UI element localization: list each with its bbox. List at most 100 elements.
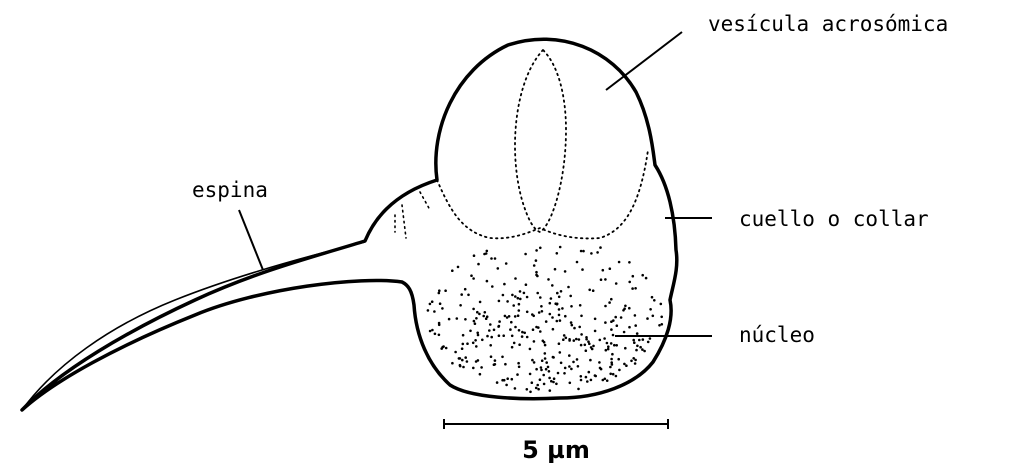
stipple-dot — [484, 311, 487, 314]
stipple-dot — [475, 345, 478, 348]
stipple-dot — [588, 289, 591, 292]
stipple-dot — [573, 339, 576, 342]
stipple-dot — [639, 346, 642, 349]
stipple-dot — [494, 359, 497, 362]
stipple-dot — [544, 357, 547, 360]
stipple-dot — [609, 373, 612, 376]
stipple-dot — [600, 278, 603, 281]
stipple-dot — [568, 354, 571, 357]
stipple-dot — [535, 274, 538, 277]
stipple-dot — [638, 339, 641, 342]
stipple-dot — [521, 335, 524, 338]
label-spine: espina — [192, 178, 268, 202]
stipple-dot — [558, 296, 561, 299]
stipple-dot — [604, 305, 607, 308]
stipple-dot — [580, 344, 583, 347]
stipple-dot — [488, 329, 491, 332]
leader-acrosomal-vesicle — [606, 32, 682, 90]
stipple-dot — [598, 361, 601, 364]
stipple-dot — [570, 305, 573, 308]
stipple-dot — [620, 316, 623, 319]
stipple-dot — [470, 274, 473, 277]
stipple-dot — [438, 322, 441, 325]
stipple-dot — [459, 364, 462, 367]
stipple-dot — [535, 368, 538, 371]
label-nucleus: núcleo — [739, 323, 815, 347]
stipple-dot — [505, 384, 508, 387]
stipple-dot — [513, 342, 516, 345]
stipple-dot — [570, 368, 573, 371]
stipple-dot — [531, 359, 534, 362]
stipple-dot — [614, 316, 617, 319]
stipple-dot — [630, 360, 633, 363]
stipple-dot — [486, 280, 489, 283]
stipple-dot — [635, 349, 638, 352]
stipple-dot — [525, 283, 528, 286]
stipple-dot — [545, 361, 548, 364]
stipple-dot — [503, 283, 506, 286]
stipple-dot — [535, 326, 538, 329]
stipple-dot — [634, 362, 637, 365]
stipple-dot — [461, 347, 464, 350]
scale-bar-label: 5 µm — [522, 436, 590, 464]
stipple-dot — [584, 344, 587, 347]
stipple-dot — [564, 315, 567, 318]
stipple-dot — [542, 374, 545, 377]
stipple-dot — [558, 308, 561, 311]
stipple-dot — [540, 305, 543, 308]
stipple-dot — [456, 317, 459, 320]
stipple-dot — [511, 294, 514, 297]
stipple-dot — [518, 303, 521, 306]
stipple-dot — [651, 296, 654, 299]
stipple-dot — [615, 282, 618, 285]
stipple-dot — [543, 383, 546, 386]
stipple-dot — [504, 315, 507, 318]
stipple-dot — [607, 345, 610, 348]
stipple-dot — [556, 320, 559, 323]
stipple-dot — [580, 379, 583, 382]
stipple-dot — [564, 367, 567, 370]
stipple-dot — [573, 327, 576, 330]
stipple-dot — [555, 383, 558, 386]
stipple-dot — [588, 343, 591, 346]
stipple-dot — [501, 356, 504, 359]
stipple-dot — [649, 337, 652, 340]
stipple-dot — [628, 326, 631, 329]
acrosome-base-dotted — [437, 150, 648, 238]
stipple-dot — [631, 287, 634, 290]
stipple-dot — [649, 308, 652, 311]
stipple-dot — [474, 322, 477, 325]
stipple-dot — [633, 341, 636, 344]
stipple-dot — [576, 261, 579, 264]
stipple-dot — [518, 329, 521, 332]
stipple-dot — [486, 335, 489, 338]
stipple-dot — [535, 259, 538, 262]
stipple-dot — [476, 332, 479, 335]
stipple-dot — [496, 381, 499, 384]
stipple-dot — [590, 379, 593, 382]
stipple-dot — [506, 377, 509, 380]
stipple-dot — [578, 326, 581, 329]
stipple-dot — [602, 269, 605, 272]
stipple-dot — [585, 349, 588, 352]
stipple-dot — [472, 342, 475, 345]
stipple-dot — [642, 338, 645, 341]
stipple-dot — [646, 317, 649, 320]
stipple-dot — [609, 267, 612, 270]
stipple-dot — [580, 250, 583, 253]
stipple-dot — [514, 326, 517, 329]
stipple-dot — [564, 270, 567, 273]
stipple-dot — [526, 336, 529, 339]
stipple-dot — [479, 301, 482, 304]
stipple-dot — [616, 324, 619, 327]
stipple-dot — [537, 388, 540, 391]
stipple-dot — [653, 299, 656, 302]
label-neck: cuello o collar — [739, 207, 929, 231]
stipple-dot — [575, 338, 578, 341]
stipple-dot — [599, 339, 602, 342]
stipple-dot — [462, 366, 465, 369]
stipple-dot — [454, 351, 457, 354]
stipple-dot — [526, 296, 529, 299]
stipple-dot — [612, 373, 615, 376]
stipple-dot — [549, 389, 552, 392]
